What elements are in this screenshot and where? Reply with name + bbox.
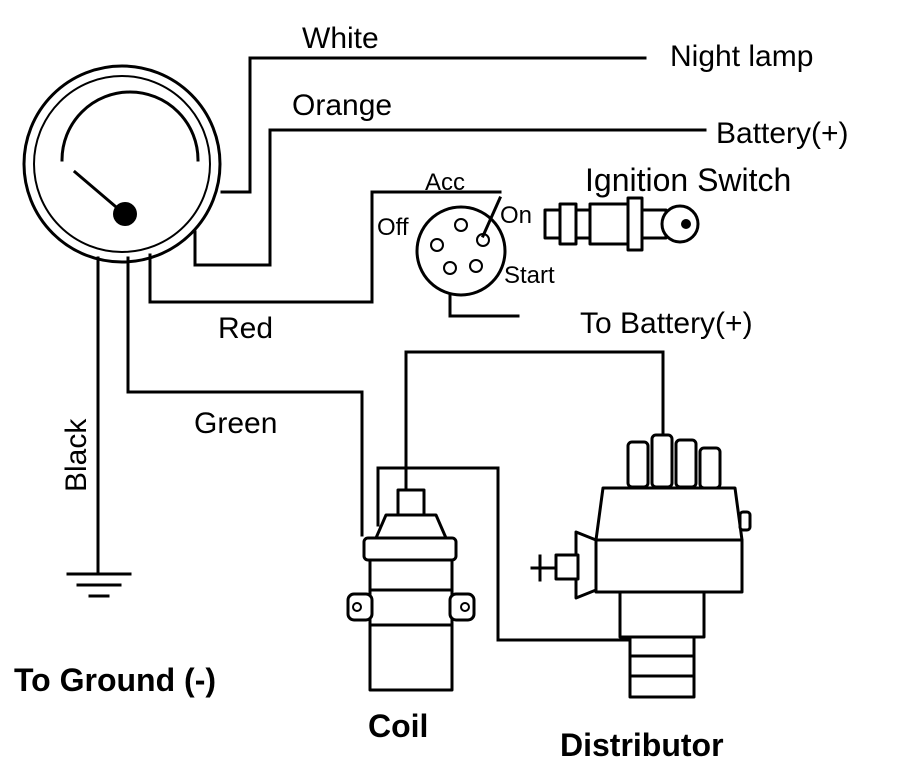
- coil: [346, 488, 476, 692]
- wire-coil-to-distributor: [376, 466, 634, 642]
- gauge-outer-ring: [22, 64, 222, 264]
- label-on: On: [500, 202, 533, 229]
- ignition-switch-body: [543, 196, 700, 252]
- distributor: [530, 433, 752, 699]
- wire-coil-to-distributor-cap: [404, 350, 665, 494]
- gauge-scale-arc: [60, 90, 200, 162]
- label-acc: Acc: [425, 169, 466, 196]
- wire-white: [220, 56, 647, 194]
- label-night-lamp: Night lamp: [670, 40, 814, 73]
- label-green: Green: [194, 407, 278, 440]
- label-ignition-switch: Ignition Switch: [585, 162, 792, 198]
- label-coil: Coil: [368, 708, 429, 744]
- switch-face-ring: [415, 205, 507, 297]
- key-icon: [660, 204, 700, 244]
- label-to-battery-plus: To Battery(+): [580, 307, 753, 340]
- label-black: Black: [60, 418, 93, 492]
- label-distributor: Distributor: [560, 727, 724, 763]
- gauge-inner-ring: [33, 75, 211, 253]
- gauge-needle-hub: [113, 202, 137, 226]
- ignition-switch-face: [415, 196, 507, 297]
- label-white: White: [302, 22, 379, 55]
- label-orange: Orange: [292, 89, 393, 122]
- wire-orange: [193, 128, 707, 267]
- gauge: [22, 64, 222, 264]
- label-start: Start: [504, 262, 555, 289]
- label-off: Off: [377, 214, 409, 241]
- label-red: Red: [218, 312, 274, 345]
- gauge-needle: [72, 169, 125, 215]
- label-battery-plus: Battery(+): [716, 117, 849, 150]
- wire-red: [148, 190, 502, 304]
- label-to-ground: To Ground (-): [14, 662, 216, 698]
- wire-green: [126, 256, 364, 537]
- ground-symbol: [66, 572, 132, 598]
